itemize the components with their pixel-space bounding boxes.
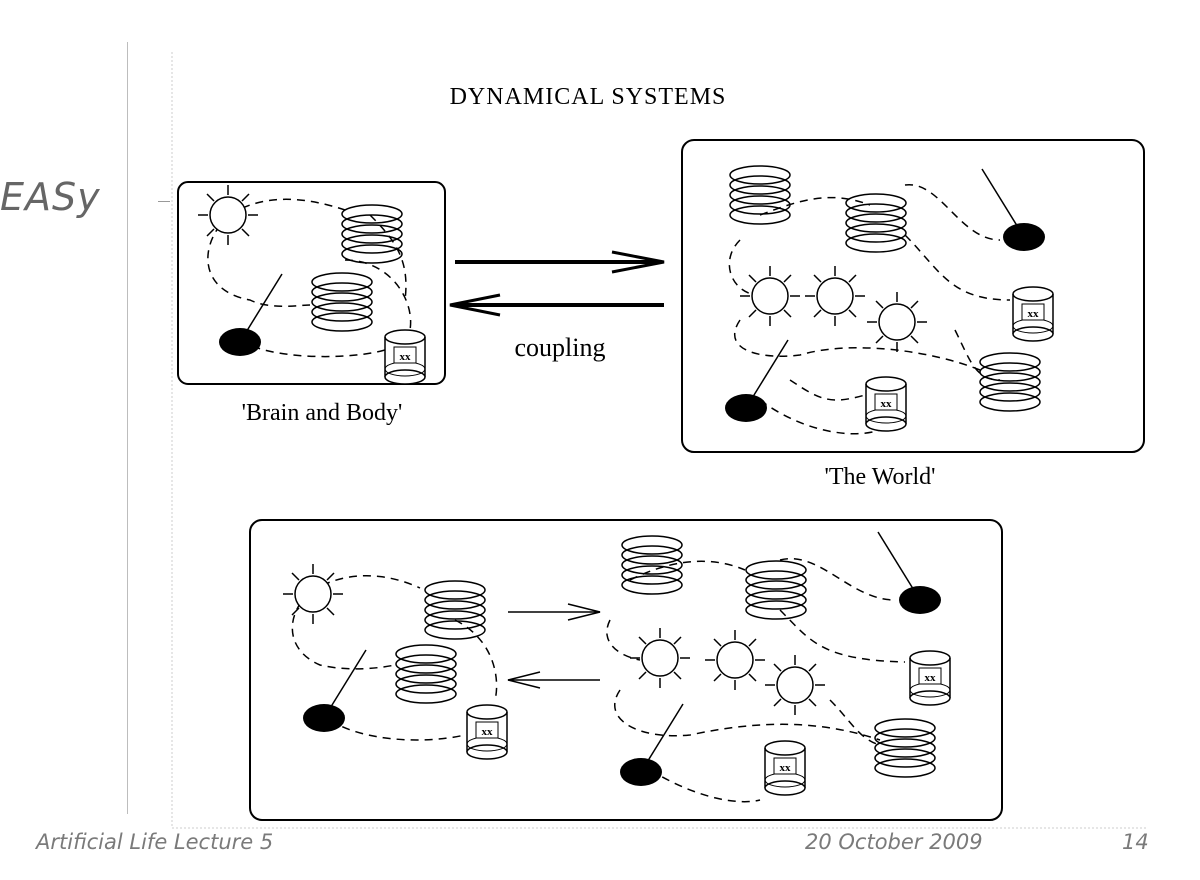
brain-body-label: 'Brain and Body' (242, 400, 403, 426)
diagram-title: DYNAMICAL SYSTEMS (450, 84, 727, 110)
footer-date: 20 October 2009 (805, 830, 983, 854)
coupling-label: coupling (515, 333, 606, 362)
cylinder-mark: xx (482, 726, 494, 738)
cylinder-mark: xx (780, 762, 792, 774)
world-box: xx xx (681, 139, 1145, 453)
cylinder-mark: xx (400, 351, 412, 363)
world-label: 'The World' (825, 464, 936, 490)
footer-lecture-title: Artificial Life Lecture 5 (36, 830, 274, 854)
cylinder-mark: xx (1028, 308, 1040, 320)
cylinder-mark: xx (881, 398, 893, 410)
combined-system-box: xx xx xx (249, 519, 1003, 821)
brain-body-box: xx (177, 181, 446, 385)
cylinder-mark: xx (925, 672, 937, 684)
slide-divider-line (127, 42, 128, 814)
coupling-arrows (449, 250, 665, 317)
footer-page-number: 14 (1122, 830, 1149, 854)
slide-divider-tick (158, 201, 170, 202)
brand-logo: EASy (0, 175, 101, 219)
